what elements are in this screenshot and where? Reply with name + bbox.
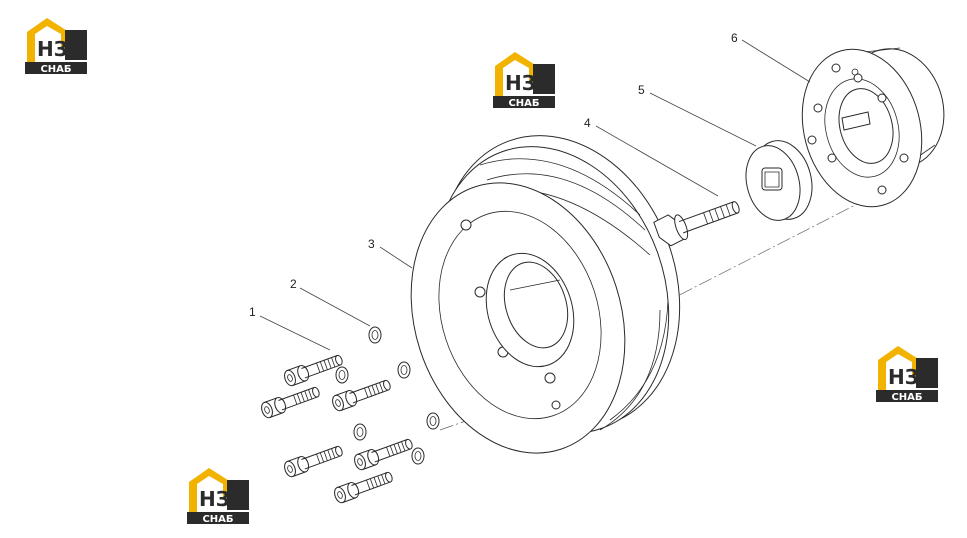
part-washer: [426, 412, 440, 430]
brand-monogram: НЗ: [505, 71, 536, 95]
brand-caption: СНАБ: [202, 514, 233, 525]
callout-3: 3: [368, 237, 375, 251]
part-cap-screw: [282, 442, 345, 479]
callout-5: 5: [638, 83, 645, 97]
brand-caption: СНАБ: [508, 98, 539, 109]
part-cap-screw: [352, 435, 415, 472]
callout-4: 4: [584, 116, 591, 130]
brand-logo: НЗ СНАБ: [187, 468, 249, 525]
part-washer: [411, 447, 425, 465]
brand-caption: СНАБ: [891, 392, 922, 403]
part-flange-bolt: [653, 201, 740, 247]
callout-2: 2: [290, 277, 297, 291]
leader-line: [379, 246, 413, 269]
part-hub-flange: [801, 47, 945, 208]
leader-line: [741, 39, 811, 83]
callout-1: 1: [249, 305, 256, 319]
brand-logo: НЗ СНАБ: [876, 346, 938, 403]
leader-line: [299, 287, 371, 327]
assembly-axis: [659, 199, 866, 306]
part-washer: [368, 326, 382, 344]
part-spacer: [745, 140, 813, 221]
leader-line: [595, 125, 719, 197]
brand-logo: НЗ СНАБ: [25, 18, 87, 75]
part-washer: [353, 423, 367, 441]
brand-monogram: НЗ: [37, 37, 68, 61]
brand-caption: СНАБ: [40, 64, 71, 75]
brand-monogram: НЗ: [199, 487, 230, 511]
brand-monogram: НЗ: [888, 365, 919, 389]
part-cap-screw: [259, 383, 322, 420]
callout-6: 6: [731, 31, 738, 45]
part-cap-screw: [282, 351, 345, 388]
part-pulley: [410, 135, 681, 454]
brand-logo: НЗ СНАБ: [493, 52, 555, 109]
part-washer: [335, 366, 349, 384]
part-cap-screw: [332, 468, 395, 505]
leader-line: [649, 92, 757, 147]
part-washer: [397, 361, 411, 379]
leader-line: [259, 315, 331, 351]
